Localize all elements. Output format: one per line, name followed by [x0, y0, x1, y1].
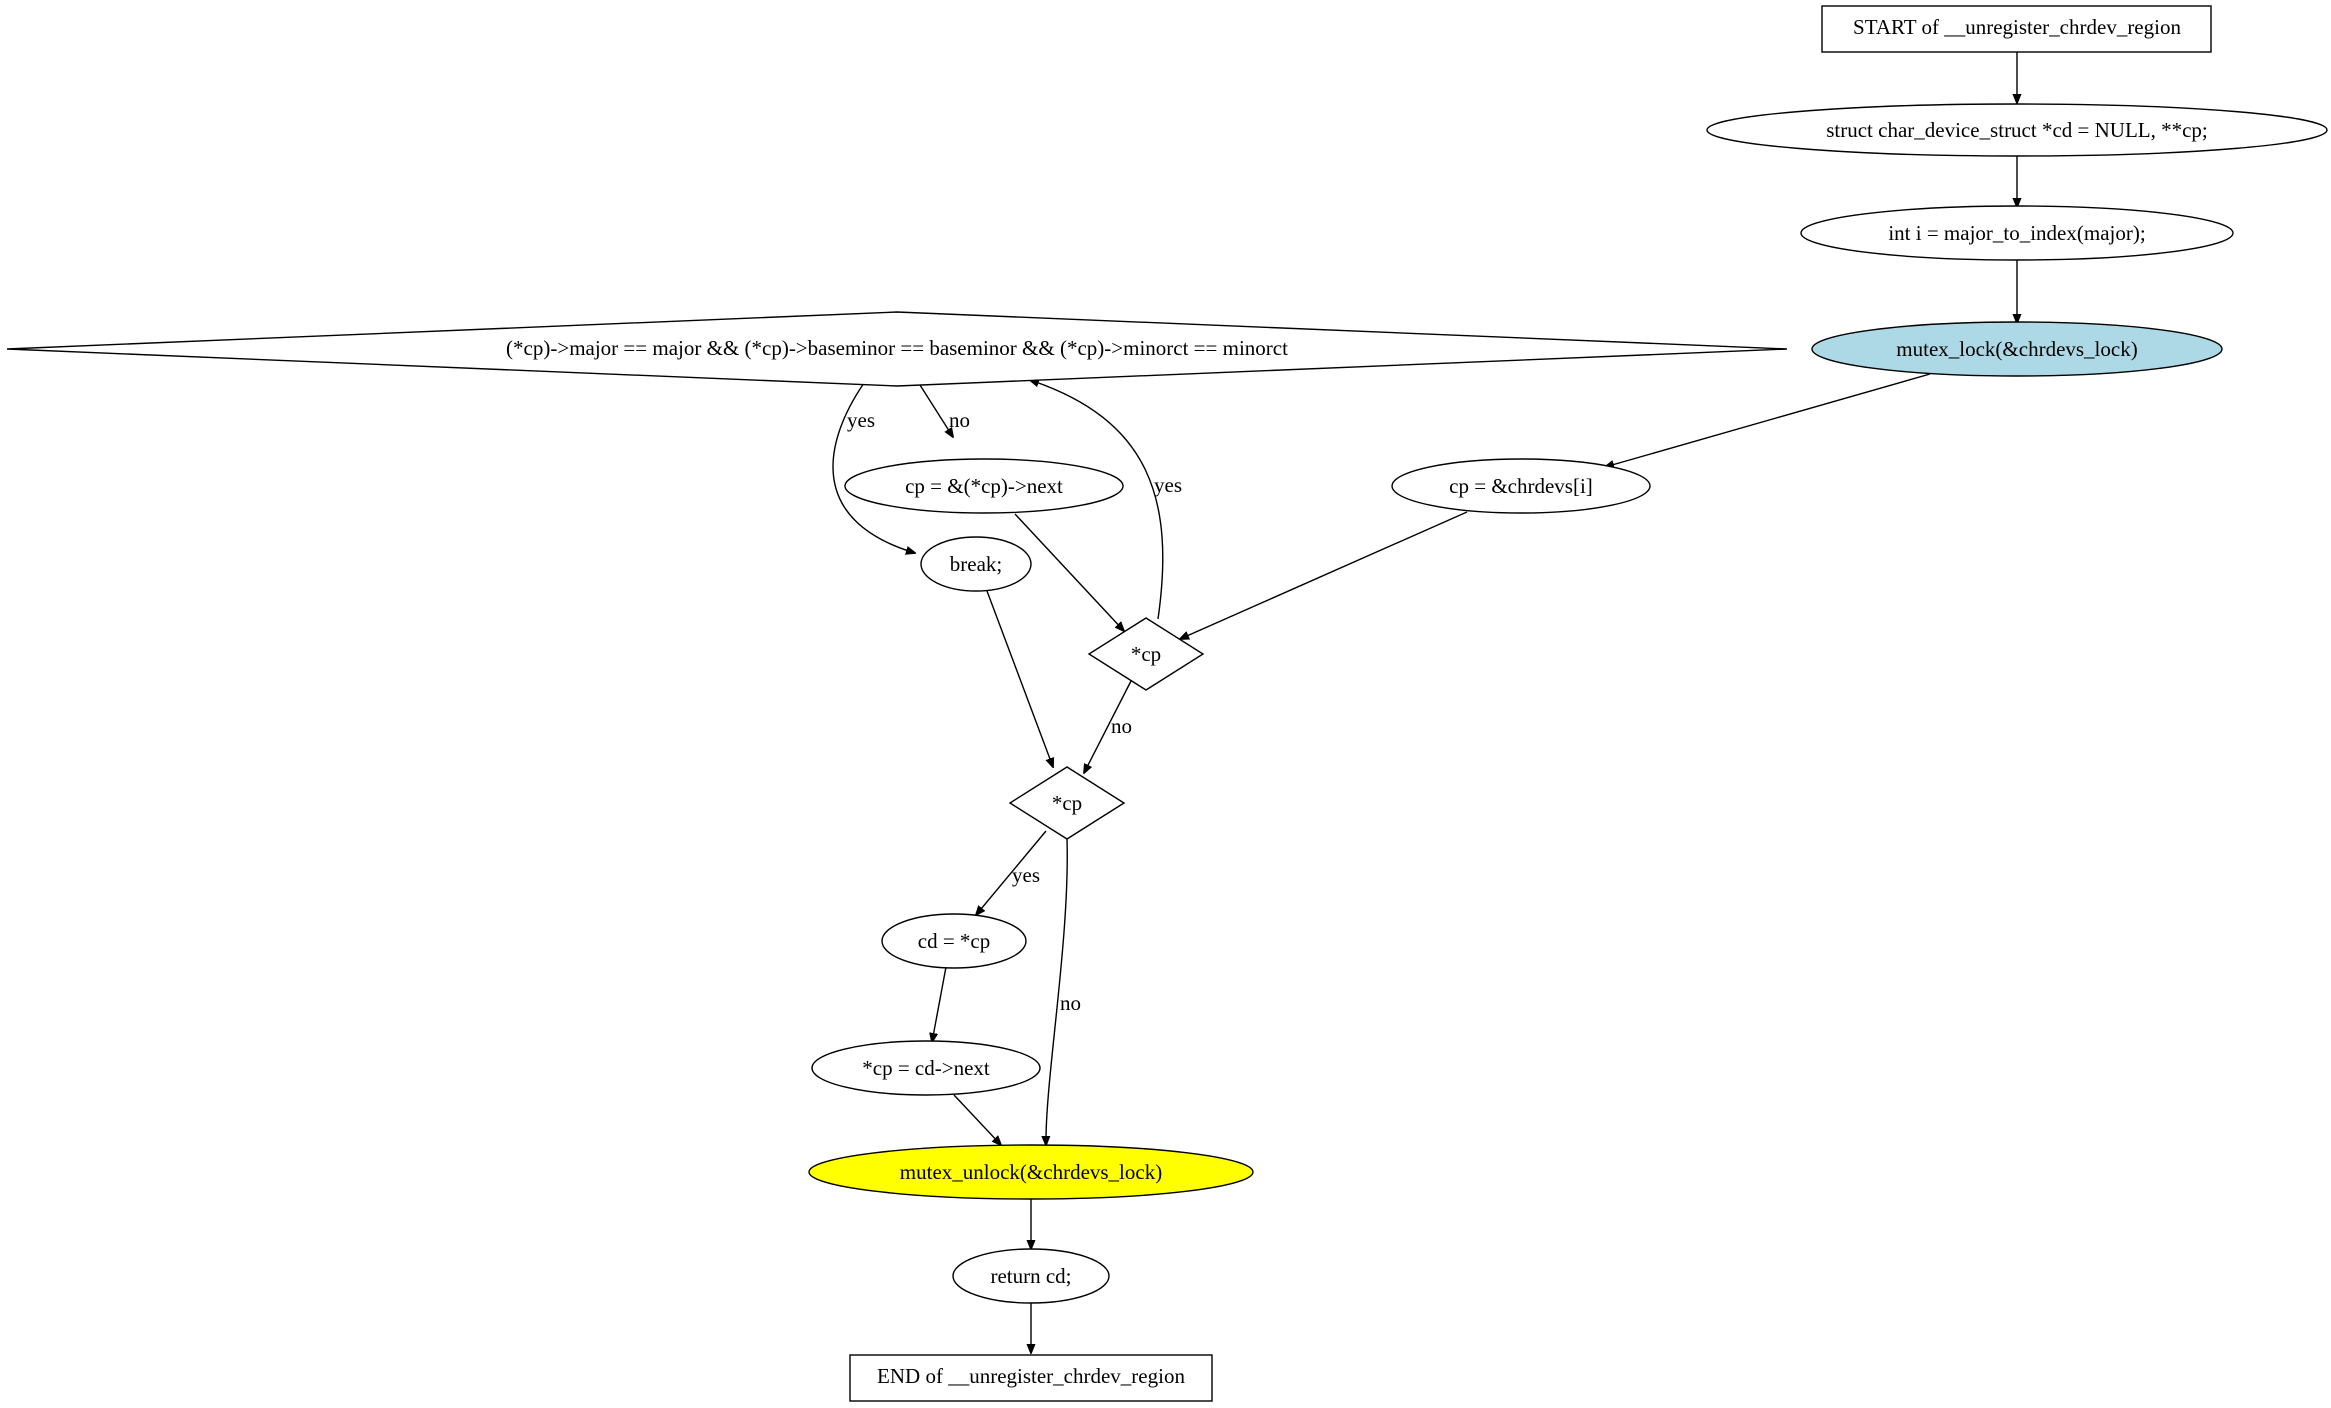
node-cp-unlink: *cp = cd->next [811, 1040, 1041, 1096]
edge-label-check-no: no [1060, 991, 1081, 1015]
edge-label-cond-no: no [949, 408, 970, 432]
node-cond-match-label: (*cp)->major == major && (*cp)->basemino… [506, 336, 1288, 360]
edge-cp-unlink-to-unlock [953, 1094, 1001, 1145]
edge-label-loop-no: no [1111, 714, 1132, 738]
node-decl-cd-label: struct char_device_struct *cd = NULL, **… [1826, 118, 2208, 142]
node-cp-init-label: cp = &chrdevs[i] [1449, 474, 1593, 498]
node-check-cp: *cp [1008, 766, 1126, 840]
node-end: END of __unregister_chrdev_region [849, 1354, 1213, 1402]
edge-cd-assign-to-cp-unlink [932, 966, 947, 1042]
node-break-label: break; [950, 552, 1002, 576]
node-decl-i: int i = major_to_index(major); [1800, 205, 2234, 261]
edge-labels: yes no yes no yes no [847, 408, 1182, 1015]
edge-label-cond-yes: yes [847, 408, 875, 432]
node-cd-assign: cd = *cp [881, 913, 1027, 969]
node-end-label: END of __unregister_chrdev_region [877, 1364, 1185, 1388]
edge-cp-init-to-loop-cond [1180, 511, 1468, 639]
node-lock: mutex_lock(&chrdevs_lock) [1811, 321, 2223, 377]
node-cp-next-label: cp = &(*cp)->next [905, 474, 1063, 498]
node-decl-i-label: int i = major_to_index(major); [1888, 221, 2145, 245]
node-start-label: START of __unregister_chrdev_region [1853, 15, 2181, 39]
node-unlock-label: mutex_unlock(&chrdevs_lock) [900, 1160, 1162, 1184]
edges [832, 52, 2017, 1353]
edge-loop-cond-no-to-check-cp [1084, 680, 1132, 773]
edge-break-to-check-cp [986, 590, 1053, 767]
edge-cond-match-yes-to-break [832, 382, 915, 553]
edge-cond-match-no-to-cp-next [919, 384, 953, 437]
nodes: START of __unregister_chrdev_region stru… [6, 5, 2328, 1402]
edge-label-loop-yes: yes [1154, 473, 1182, 497]
edge-check-cp-yes-to-cd-assign [976, 830, 1047, 915]
node-unlock: mutex_unlock(&chrdevs_lock) [808, 1144, 1254, 1200]
node-ret: return cd; [952, 1248, 1110, 1304]
node-break: break; [920, 536, 1032, 592]
node-lock-label: mutex_lock(&chrdevs_lock) [1896, 337, 2137, 361]
node-decl-cd: struct char_device_struct *cd = NULL, **… [1706, 103, 2328, 157]
edge-cp-next-to-loop-cond [1014, 513, 1124, 631]
node-cp-unlink-label: *cp = cd->next [862, 1056, 990, 1080]
node-loop-cond-label: *cp [1131, 642, 1161, 666]
edge-loop-cond-yes-to-cond-match [1030, 380, 1164, 620]
node-cd-assign-label: cd = *cp [918, 929, 991, 953]
node-start: START of __unregister_chrdev_region [1821, 5, 2212, 53]
edge-check-cp-no-to-unlock [1046, 838, 1068, 1145]
node-loop-cond: *cp [1087, 617, 1205, 691]
node-check-cp-label: *cp [1052, 791, 1082, 815]
node-cp-init: cp = &chrdevs[i] [1391, 458, 1651, 514]
node-cond-match: (*cp)->major == major && (*cp)->basemino… [6, 311, 1788, 387]
edge-label-check-yes: yes [1012, 863, 1040, 887]
node-ret-label: return cd; [990, 1264, 1071, 1288]
node-cp-next: cp = &(*cp)->next [844, 458, 1124, 514]
edge-lock-to-cp-init [1605, 373, 1931, 467]
